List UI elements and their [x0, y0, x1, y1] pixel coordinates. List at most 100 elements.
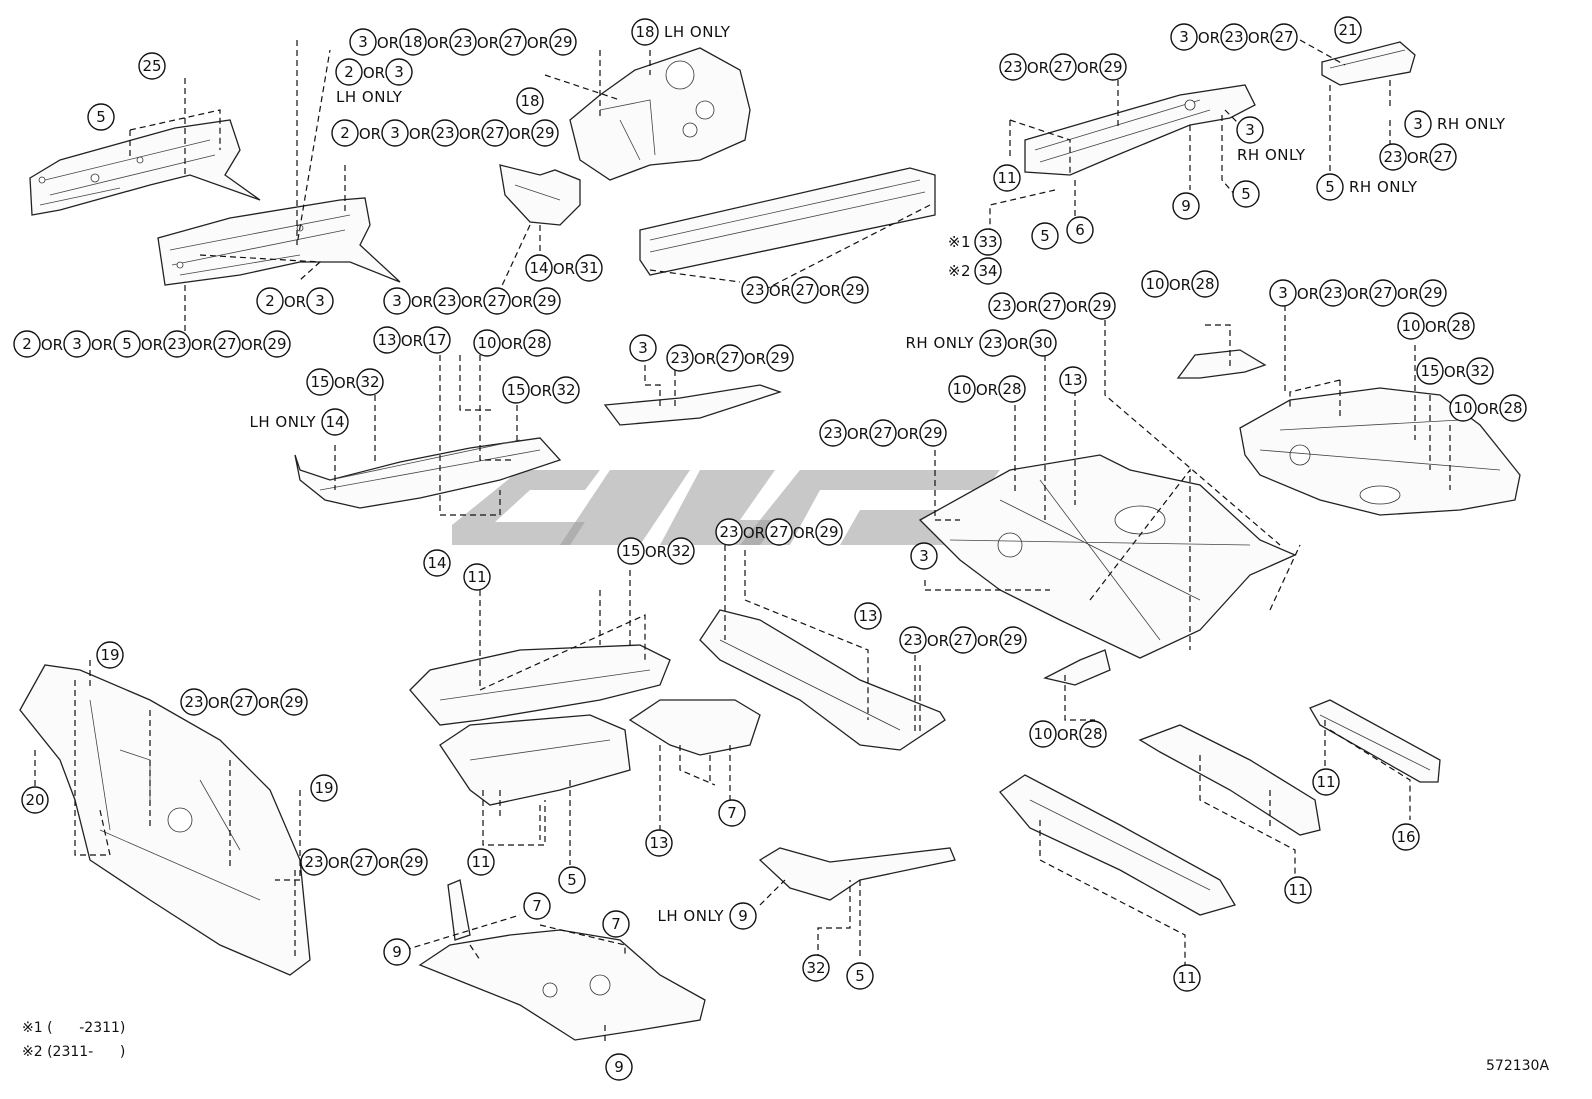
callout-circle	[988, 292, 1016, 320]
or-separator: OR	[501, 335, 523, 353]
callout-number: 28	[1451, 317, 1470, 335]
callout-circle	[791, 276, 819, 304]
callout-circle	[802, 954, 830, 982]
front-apron-lh	[569, 47, 751, 181]
callout-circle	[399, 28, 427, 56]
footnote-1: ※1 ( -2311)	[22, 1020, 126, 1036]
callout-note: LH ONLY	[336, 88, 403, 106]
callout-number: 29	[1103, 58, 1122, 76]
callout-circle	[1173, 964, 1201, 992]
or-separator: OR	[1077, 59, 1099, 77]
callout-number: 11	[471, 853, 490, 871]
callout-circle	[910, 542, 938, 570]
or-separator: OR	[1248, 29, 1270, 47]
callout-circle	[899, 626, 927, 654]
callout-circle	[998, 375, 1026, 403]
callout-number: 15	[621, 542, 640, 560]
callout-number: 10	[477, 334, 496, 352]
callout-group-g13-c: 13	[645, 829, 673, 857]
callout-group-g3-b: 3	[629, 334, 657, 362]
or-separator: OR	[793, 524, 815, 542]
callout-group-g5-b: 5	[1031, 222, 1059, 250]
callout-circle	[1049, 53, 1077, 81]
or-separator: OR	[847, 425, 869, 443]
callout-circle	[180, 688, 208, 716]
callout-number: 28	[1503, 399, 1522, 417]
callout-circle	[113, 330, 141, 358]
callout-circle	[306, 368, 334, 396]
callout-number: 30	[1033, 334, 1052, 352]
cross-bracket	[628, 699, 761, 756]
callout-number: 11	[1288, 881, 1307, 899]
callout-number: 11	[997, 169, 1016, 187]
callout-number: 29	[553, 33, 572, 51]
callout-number: 32	[360, 373, 379, 391]
callout-circle	[1038, 292, 1066, 320]
or-separator: OR	[1407, 149, 1429, 167]
callout-circle	[718, 799, 746, 827]
callout-circle	[331, 119, 359, 147]
leader-lines	[34, 39, 1451, 1045]
callout-circle	[523, 329, 551, 357]
rocker-panel-inner-lh	[758, 847, 956, 901]
callout-number: 10	[1145, 275, 1164, 293]
callout-number: 27	[217, 335, 236, 353]
front-floor-crossmember	[699, 609, 946, 751]
callout-circle	[481, 119, 509, 147]
callout-number: 27	[485, 124, 504, 142]
callout-circle	[13, 330, 41, 358]
front-floor-side-lh	[294, 437, 562, 509]
callout-circle	[979, 329, 1007, 357]
callout-circle	[473, 329, 501, 357]
callout-number: 10	[1401, 317, 1420, 335]
callout-circle	[423, 549, 451, 577]
callout-number: 14	[427, 554, 446, 572]
callout-number: 27	[234, 693, 253, 711]
callout-number: 23	[983, 334, 1002, 352]
callout-number: 23	[1224, 28, 1243, 46]
callout-number: 7	[727, 804, 737, 822]
callout-number: 11	[1316, 773, 1335, 791]
callout-circle	[974, 257, 1002, 285]
callout-note: RH ONLY	[1349, 178, 1418, 196]
callout-number: 29	[537, 292, 556, 310]
callout-circle	[96, 641, 124, 669]
callout-group-g25: 25	[138, 52, 166, 80]
callout-circle	[666, 344, 694, 372]
callout-number: 2	[344, 63, 354, 81]
callout-circle	[558, 866, 586, 894]
callout-circle	[869, 419, 897, 447]
callout-circle	[617, 537, 645, 565]
callout-number: 29	[923, 424, 942, 442]
callout-number: 19	[314, 779, 333, 797]
callout-number: 20	[25, 791, 44, 809]
callout-circle	[163, 330, 191, 358]
callout-circle	[1447, 312, 1475, 340]
callout-circle	[552, 376, 580, 404]
callout-number: 3	[1278, 284, 1288, 302]
callout-group-g5-a: 5	[87, 103, 115, 131]
callout-circle	[1172, 192, 1200, 220]
callout-number: 29	[1092, 297, 1111, 315]
callout-number: 29	[1423, 284, 1442, 302]
or-separator: OR	[377, 34, 399, 52]
center-floor-pan	[918, 454, 1297, 659]
callout-circle	[63, 330, 91, 358]
or-separator: OR	[976, 381, 998, 399]
callout-number: 27	[487, 292, 506, 310]
or-separator: OR	[258, 694, 280, 712]
callout-circle	[1284, 876, 1312, 904]
callout-prefix: ※1	[948, 233, 971, 251]
callout-number: 17	[427, 331, 446, 349]
front-floor-panel	[409, 644, 671, 726]
